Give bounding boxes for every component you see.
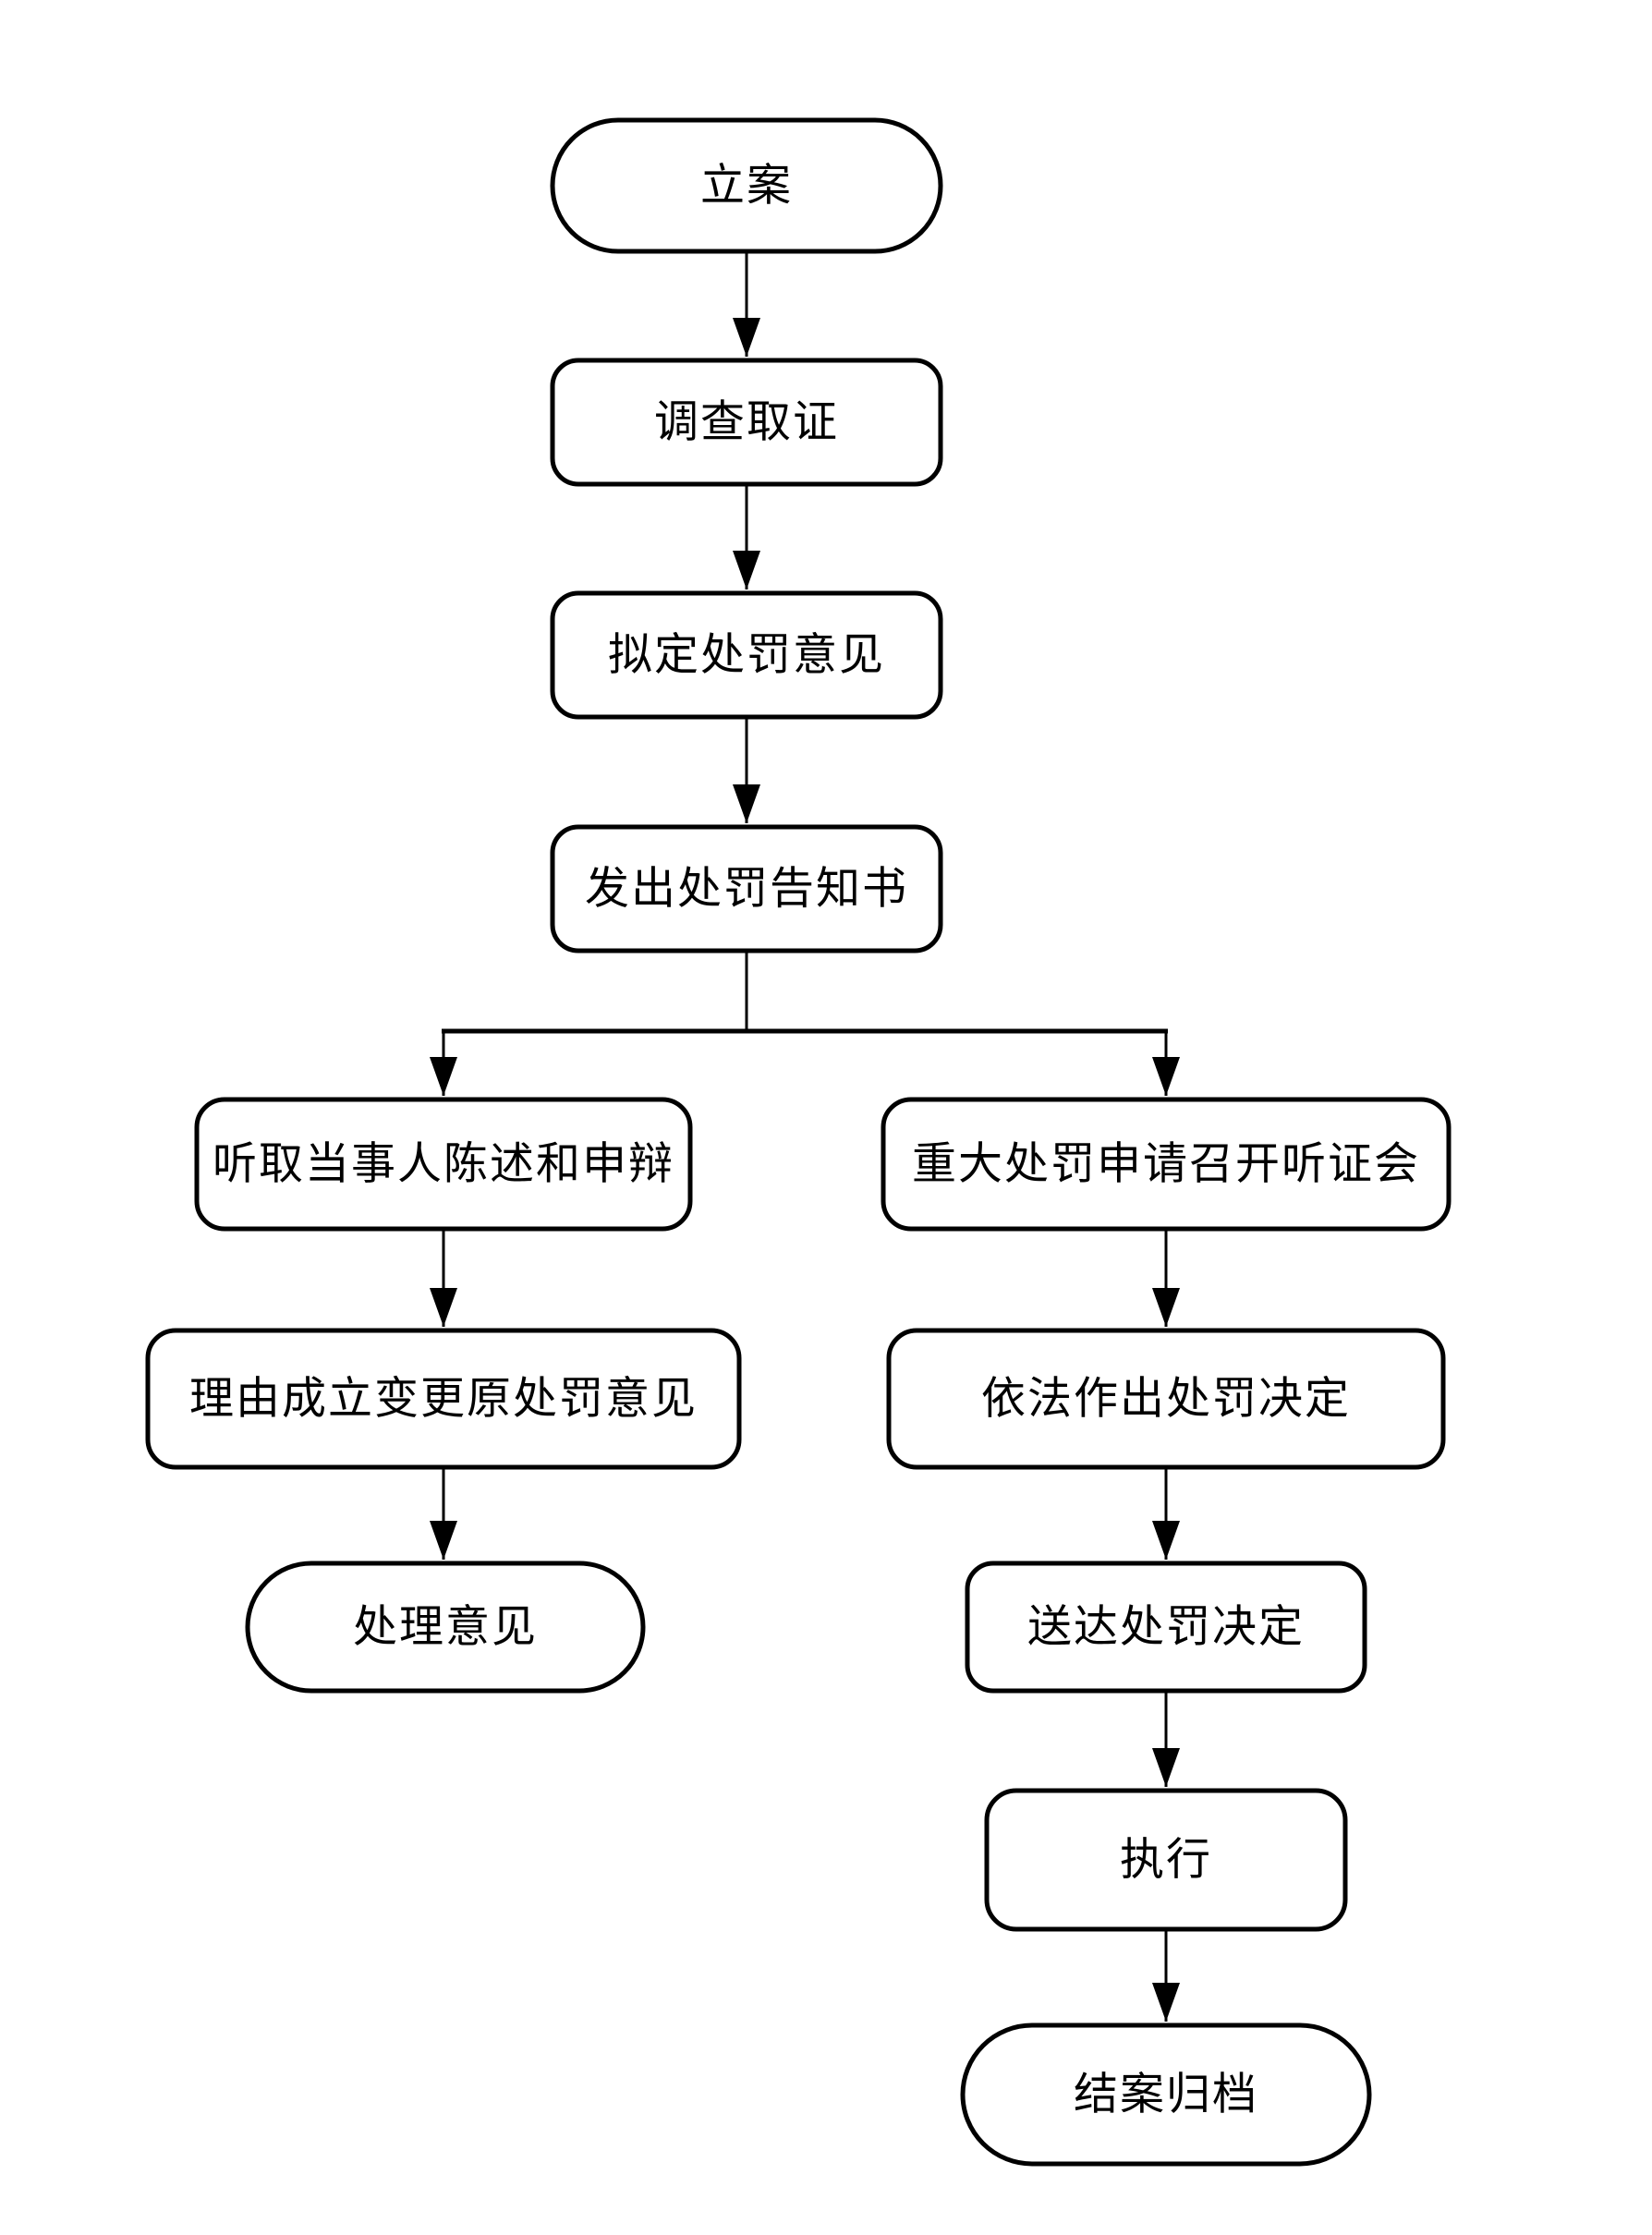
node-decision: 依法作出处罚决定 [886, 1328, 1446, 1470]
node-deliver-label: 送达处罚决定 [1027, 1603, 1305, 1652]
node-change-opinion-label: 理由成立变更原处罚意见 [189, 1375, 698, 1424]
node-change-opinion-shape [145, 1328, 742, 1470]
node-deliver-shape [965, 1561, 1367, 1694]
node-hear-statement-label: 听取当事人陈述和申辩 [213, 1140, 674, 1189]
node-investigate-label: 调查取证 [654, 398, 839, 447]
node-issue-notice-label: 发出处罚告知书 [585, 865, 908, 914]
node-execute-shape [984, 1788, 1348, 1932]
node-start-label: 立案 [700, 162, 793, 211]
node-archive-label: 结案归档 [1074, 2071, 1258, 2120]
node-archive-shape [960, 2022, 1372, 2167]
node-decision-shape [886, 1328, 1446, 1470]
node-draft-opinion-shape [550, 590, 943, 720]
node-hear-statement-shape [194, 1097, 693, 1232]
node-handling-opinion-shape [245, 1561, 646, 1694]
node-execute: 执行 [984, 1788, 1348, 1932]
node-hearing-shape [881, 1097, 1452, 1232]
node-investigate: 调查取证 [550, 358, 943, 487]
node-hear-statement: 听取当事人陈述和申辩 [194, 1097, 693, 1232]
node-archive: 结案归档 [960, 2022, 1372, 2167]
node-hearing-label: 重大处罚申请召开听证会 [912, 1140, 1420, 1189]
node-change-opinion: 理由成立变更原处罚意见 [145, 1328, 742, 1470]
node-issue-notice-shape [550, 824, 943, 954]
node-start: 立案 [550, 117, 943, 254]
node-draft-opinion-label: 拟定处罚意见 [608, 631, 885, 680]
node-handling-opinion: 处理意见 [245, 1561, 646, 1694]
node-issue-notice: 发出处罚告知书 [550, 824, 943, 954]
node-deliver: 送达处罚决定 [965, 1561, 1367, 1694]
node-investigate-shape [550, 358, 943, 487]
node-start-shape [550, 117, 943, 254]
node-execute-label: 执行 [1120, 1836, 1212, 1885]
node-hearing: 重大处罚申请召开听证会 [881, 1097, 1452, 1232]
node-draft-opinion: 拟定处罚意见 [550, 590, 943, 720]
node-handling-opinion-label: 处理意见 [353, 1603, 538, 1652]
node-decision-label: 依法作出处罚决定 [981, 1375, 1351, 1424]
